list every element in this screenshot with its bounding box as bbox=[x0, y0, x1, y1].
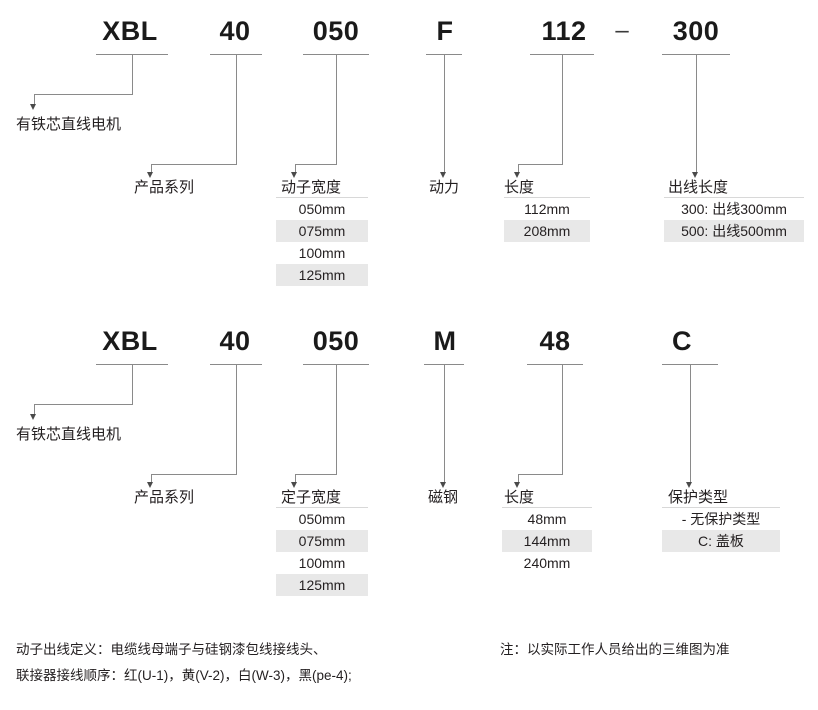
model-code-diagram-motor-coil: XBL 40 050 F 112 – 300 有铁芯直线电机 产品系列 动子宽度… bbox=[0, 0, 818, 300]
leader-hline-xbl bbox=[34, 94, 133, 95]
field-label-protection: 保护类型 bbox=[668, 489, 729, 506]
option-item[interactable]: 100mm bbox=[276, 242, 368, 264]
option-stack-protection: - 无保护类型 C: 盖板 bbox=[662, 507, 780, 603]
field-label-rotor-width: 动子宽度 bbox=[281, 179, 342, 196]
option-stack-stator-width: 050mm 075mm 100mm 125mm bbox=[276, 507, 368, 603]
leader-vline-xbl-2 bbox=[34, 404, 35, 416]
leader-vline-xbl bbox=[132, 364, 133, 404]
field-label-length: 长度 bbox=[504, 179, 535, 196]
code-token-40: 40 bbox=[219, 326, 251, 356]
option-item[interactable]: 050mm bbox=[276, 198, 368, 220]
code-token-40: 40 bbox=[219, 16, 251, 46]
field-label-core-motor: 有铁芯直线电机 bbox=[16, 116, 122, 133]
leader-vline-wire-length bbox=[696, 54, 697, 172]
code-token-f: F bbox=[436, 16, 454, 46]
option-item[interactable]: 48mm bbox=[502, 508, 592, 530]
leader-vline-length bbox=[562, 54, 563, 164]
leader-vline-length bbox=[562, 364, 563, 474]
code-token-m: M bbox=[433, 326, 457, 356]
leader-vline-magnet bbox=[444, 364, 445, 482]
field-label-magnet: 磁钢 bbox=[428, 489, 459, 506]
leader-arrow-power bbox=[440, 172, 446, 178]
option-stack-length: 112mm 208mm bbox=[504, 197, 590, 293]
leader-arrow-length bbox=[514, 482, 520, 488]
option-item[interactable]: 112mm bbox=[504, 198, 590, 220]
option-item[interactable]: 100mm bbox=[276, 552, 368, 574]
leader-hline-xbl bbox=[34, 404, 133, 405]
option-stack-rotor-width: 050mm 075mm 100mm 125mm bbox=[276, 197, 368, 293]
leader-vline-rotor-width-2 bbox=[295, 164, 296, 174]
field-label-series: 产品系列 bbox=[134, 489, 195, 506]
leader-arrow-protection bbox=[686, 482, 692, 488]
code-token-c: C bbox=[672, 326, 692, 356]
footnote-wire-definition-line-2: 联接器接线顺序：红(U-1)，黄(V-2)，白(W-3)，黑(pe-4); bbox=[16, 668, 352, 683]
leader-vline-xbl bbox=[132, 54, 133, 94]
field-label-length: 长度 bbox=[504, 489, 535, 506]
leader-arrow-xbl bbox=[30, 414, 36, 420]
leader-arrow-length bbox=[514, 172, 520, 178]
leader-hline-stator-width bbox=[295, 474, 337, 475]
option-stack-length: 48mm 144mm 240mm bbox=[502, 507, 592, 603]
code-separator-dash: – bbox=[615, 17, 629, 44]
option-item[interactable]: 125mm bbox=[276, 264, 368, 286]
leader-hline-series bbox=[151, 474, 237, 475]
leader-vline-power bbox=[444, 54, 445, 172]
leader-vline-length-2 bbox=[518, 474, 519, 484]
option-item[interactable]: 125mm bbox=[276, 574, 368, 596]
option-item[interactable]: 500: 出线500mm bbox=[664, 220, 804, 242]
leader-vline-series-2 bbox=[151, 164, 152, 174]
leader-hline-length bbox=[518, 164, 563, 165]
option-item[interactable]: 050mm bbox=[276, 508, 368, 530]
leader-vline-series bbox=[236, 364, 237, 474]
field-label-core-motor: 有铁芯直线电机 bbox=[16, 426, 122, 443]
field-label-power: 动力 bbox=[429, 179, 460, 196]
field-label-stator-width: 定子宽度 bbox=[281, 489, 342, 506]
leader-hline-rotor-width bbox=[295, 164, 337, 165]
leader-arrow-rotor-width bbox=[291, 172, 297, 178]
footnote-note-right: 注：以实际工作人员给出的三维图为准 bbox=[500, 642, 730, 657]
tick-bar-48 bbox=[527, 364, 583, 365]
option-stack-wire-length: 300: 出线300mm 500: 出线500mm bbox=[664, 197, 804, 293]
leader-arrow-series bbox=[147, 482, 153, 488]
option-item[interactable]: C: 盖板 bbox=[662, 530, 780, 552]
footnote-wire-definition-line-1: 动子出线定义：电缆线母端子与硅钢漆包线接线头、 bbox=[16, 642, 327, 657]
leader-vline-protection bbox=[690, 364, 691, 482]
field-label-series: 产品系列 bbox=[134, 179, 195, 196]
option-item[interactable]: 075mm bbox=[276, 530, 368, 552]
leader-arrow-magnet bbox=[440, 482, 446, 488]
code-token-112: 112 bbox=[541, 16, 587, 46]
leader-arrow-xbl bbox=[30, 104, 36, 110]
option-item[interactable]: 240mm bbox=[502, 552, 592, 574]
leader-vline-series bbox=[236, 54, 237, 164]
leader-arrow-stator-width bbox=[291, 482, 297, 488]
leader-arrow-series bbox=[147, 172, 153, 178]
option-item[interactable]: 144mm bbox=[502, 530, 592, 552]
option-item[interactable]: 300: 出线300mm bbox=[664, 198, 804, 220]
option-item[interactable]: 208mm bbox=[504, 220, 590, 242]
model-code-diagram-magnet-track: XBL 40 050 M 48 C 有铁芯直线电机 产品系列 定子宽度 磁钢 长… bbox=[0, 310, 818, 610]
leader-vline-length-2 bbox=[518, 164, 519, 174]
leader-vline-xbl-2 bbox=[34, 94, 35, 106]
leader-vline-stator-width-2 bbox=[295, 474, 296, 484]
code-token-300: 300 bbox=[672, 16, 720, 46]
option-item[interactable]: 075mm bbox=[276, 220, 368, 242]
field-label-wire-length: 出线长度 bbox=[668, 179, 729, 196]
code-token-050: 050 bbox=[312, 326, 360, 356]
option-item[interactable]: - 无保护类型 bbox=[662, 508, 780, 530]
leader-vline-series-2 bbox=[151, 474, 152, 484]
code-token-xbl: XBL bbox=[102, 326, 158, 356]
leader-vline-rotor-width bbox=[336, 54, 337, 164]
code-token-48: 48 bbox=[539, 326, 571, 356]
leader-arrow-wire-length bbox=[692, 172, 698, 178]
leader-vline-stator-width bbox=[336, 364, 337, 474]
leader-hline-series bbox=[151, 164, 237, 165]
code-token-050: 050 bbox=[312, 16, 360, 46]
leader-hline-length bbox=[518, 474, 563, 475]
code-token-xbl: XBL bbox=[102, 16, 158, 46]
